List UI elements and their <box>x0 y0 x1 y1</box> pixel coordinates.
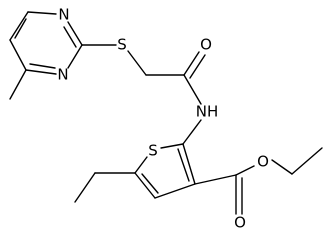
bond-ch2-ch3-ester <box>291 147 323 175</box>
bond-c6-c5-double <box>14 18 27 39</box>
bond-c4-n3-double <box>29 63 56 69</box>
atom-o-amide-label: O <box>200 36 212 54</box>
bond-c2-n1 <box>67 21 83 46</box>
bond-n1-c6 <box>27 11 57 15</box>
atom-nh-label: NH <box>196 103 219 121</box>
bond-carbonyl-o <box>183 51 200 76</box>
atom-s-thioether-label: S <box>117 36 127 54</box>
bond-s-ch2 <box>127 50 147 76</box>
bond-carbonyl-nh <box>183 74 202 105</box>
thioether-linker <box>81 44 185 76</box>
bond-c4-methyl <box>9 69 27 100</box>
atom-o-ester-label: O <box>257 153 269 171</box>
bond-c3-ester-c <box>194 174 237 185</box>
atom-n1-label: N <box>58 6 69 24</box>
bond-carbonyl-o-double <box>189 54 206 79</box>
bond-s1-c5 <box>134 156 148 174</box>
atom-labels: N N S O NH S O O <box>57 6 269 232</box>
bond-n3-c2 <box>67 44 83 69</box>
bond-c2-s1 <box>160 143 184 149</box>
atom-s-thiophene-label: S <box>148 142 158 160</box>
atom-o-ester-carbonyl-label: O <box>234 214 246 232</box>
bond-ch2-ch3 <box>74 172 96 203</box>
ethyl-ester <box>194 147 323 215</box>
bond-c4-n3 <box>25 69 57 75</box>
bond-c5-c4-double <box>141 173 159 194</box>
bond-nh-thiophene <box>182 119 202 145</box>
bond-ester-c-o <box>235 165 255 176</box>
bond-c3-c2 <box>182 143 196 185</box>
bond-c2-n1-double <box>63 26 77 48</box>
pyrimidine-ring <box>9 11 83 100</box>
bond-c4-c3 <box>154 183 196 199</box>
thiophene-ring <box>134 143 196 199</box>
bond-c5-c4 <box>9 39 27 71</box>
bond-o-ch2 <box>271 159 293 175</box>
atom-n3-label: N <box>57 66 68 84</box>
ethyl-substituent <box>74 172 136 203</box>
bond-c6-c5 <box>9 11 29 41</box>
amide-group <box>182 51 206 145</box>
bond-c5-c4 <box>134 172 156 199</box>
bond-c3-c2-double <box>177 148 190 182</box>
